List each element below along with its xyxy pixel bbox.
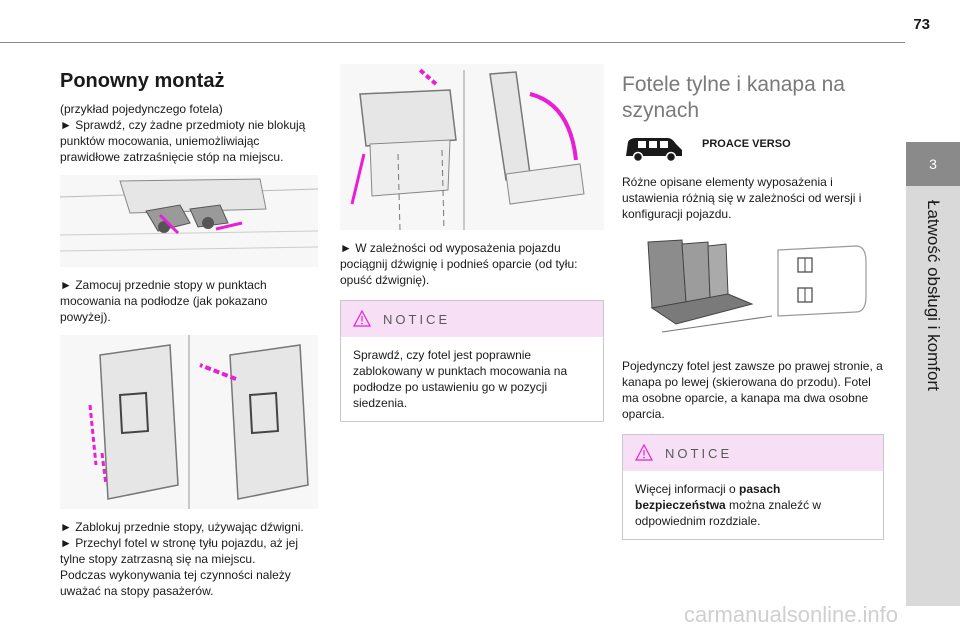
chapter-tab-number: 3 <box>906 142 960 186</box>
rear-seats-illustration <box>647 239 867 333</box>
lock-feet-illustration <box>88 335 309 509</box>
section-heading-rear-seats: Fotele tylne i kanapa na szynach <box>622 73 845 122</box>
section-heading-reinstall: Ponowny montaż <box>60 70 225 92</box>
notice-header: NOTICE <box>623 435 883 471</box>
seatbelts-link[interactable]: pasach bezpieczeństwa <box>635 482 781 512</box>
model-label: PROACE VERSO <box>702 138 791 150</box>
figure-rear-seats <box>622 232 884 348</box>
notice-box-seatbelts: NOTICE Więcej informacji o pasach bezpie… <box>622 434 884 540</box>
notice-title: NOTICE <box>665 445 733 461</box>
column-reinstall: Ponowny montaż (przykład pojedynczego fo… <box>60 60 320 599</box>
step-check-anchors: ► Sprawdź, czy żadne przedmioty nie blok… <box>60 118 306 164</box>
watermark: carmanualsonline.info <box>684 602 899 627</box>
chapter-tab[interactable] <box>906 142 960 606</box>
backrest-illustration <box>350 68 585 230</box>
figure-seat-feet <box>60 175 318 267</box>
column-rear-seats: Fotele tylne i kanapa na szynach PROACE … <box>622 60 884 540</box>
step-tilt-seat: ► Przechyl fotel w stronę tyłu pojazdu, … <box>60 536 298 566</box>
step-raise-backrest: ► W zależności od wyposażenia pojazdu po… <box>340 241 578 287</box>
step-fix-front-feet: ► Zamocuj przednie stopy w punktach moco… <box>60 278 268 324</box>
paragraph-equipment-variants: Różne opisane elementy wyposażenia i ust… <box>622 175 862 221</box>
page-number: 73 <box>913 16 930 33</box>
notice-text-before: Więcej informacji o <box>635 482 740 496</box>
paragraph-seat-placement: Pojedynczy fotel jest zawsze po prawej s… <box>622 359 883 421</box>
figure-lock-feet <box>60 335 318 509</box>
warning-icon <box>635 444 653 461</box>
intro-text: (przykład pojedynczego fotela) <box>60 102 223 116</box>
notice-header: NOTICE <box>341 301 603 337</box>
column-backrest: ► W zależności od wyposażenia pojazdu po… <box>340 60 604 422</box>
notice-text: Sprawdź, czy fotel jest poprawnie zablok… <box>353 348 568 410</box>
van-icon <box>626 138 682 163</box>
model-row: PROACE VERSO <box>622 134 884 164</box>
caution-feet: Podczas wykonywania tej czynności należy… <box>60 568 291 598</box>
notice-title: NOTICE <box>383 311 451 327</box>
chapter-tab-title: Łatwość obsługi i komfort <box>924 200 943 391</box>
seat-feet-illustration <box>60 178 318 252</box>
notice-text-after: można znaleźć w odpowiednim rozdziale. <box>635 498 822 528</box>
figure-backrest <box>340 64 604 230</box>
top-divider <box>0 42 905 43</box>
warning-icon <box>353 310 371 327</box>
notice-box-seat-locked: NOTICE Sprawdź, czy fotel jest poprawnie… <box>340 300 604 422</box>
step-lock-levers: ► Zablokuj przednie stopy, używając dźwi… <box>60 520 304 534</box>
notice-text: Więcej informacji o pasach bezpieczeństw… <box>623 471 883 539</box>
